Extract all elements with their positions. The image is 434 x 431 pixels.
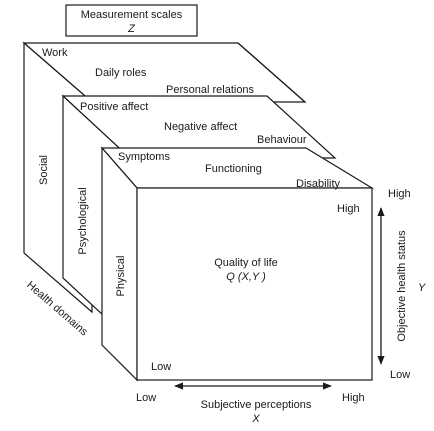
quality-of-life-formula: Q (X,Y ) [226,271,266,283]
x-axis-high-label: High [342,392,365,404]
item-positive-affect: Positive affect [80,101,148,113]
psychological-domain-label: Psychological [77,187,89,254]
y-axis-low-label: Low [390,369,410,381]
item-personal-relations: Personal relations [166,84,255,96]
measurement-scales-box: Measurement scales Z [65,4,198,37]
measurement-scales-label: Measurement scales [81,9,183,21]
social-domain-label: Social [38,155,50,185]
quality-of-life-label: Quality of life [214,257,278,269]
item-daily-roles: Daily roles [95,67,147,79]
item-negative-affect: Negative affect [164,121,237,133]
front-low-label: Low [151,361,171,373]
item-behaviour: Behaviour [257,134,307,146]
physical-domain-label: Physical [115,256,127,297]
item-functioning: Functioning [205,163,262,175]
physical-slice [100,146,375,382]
y-axis-title: Objective health status [396,230,408,342]
front-high-label: High [337,203,360,215]
subjective-perceptions-axis: Low High Subjective perceptions X [136,382,365,425]
quality-of-life-front-face [136,187,373,381]
item-symptoms: Symptoms [118,151,170,163]
y-axis-high-label: High [388,188,411,200]
measurement-scales-symbol: Z [127,23,136,35]
item-work: Work [42,47,68,59]
x-axis-symbol: X [251,413,260,425]
objective-health-status-axis: High Low Objective health status Y [377,188,426,381]
item-disability: Disability [296,178,341,190]
x-axis-title: Subjective perceptions [201,399,312,411]
y-axis-symbol: Y [418,282,426,294]
x-axis-low-label: Low [136,392,156,404]
